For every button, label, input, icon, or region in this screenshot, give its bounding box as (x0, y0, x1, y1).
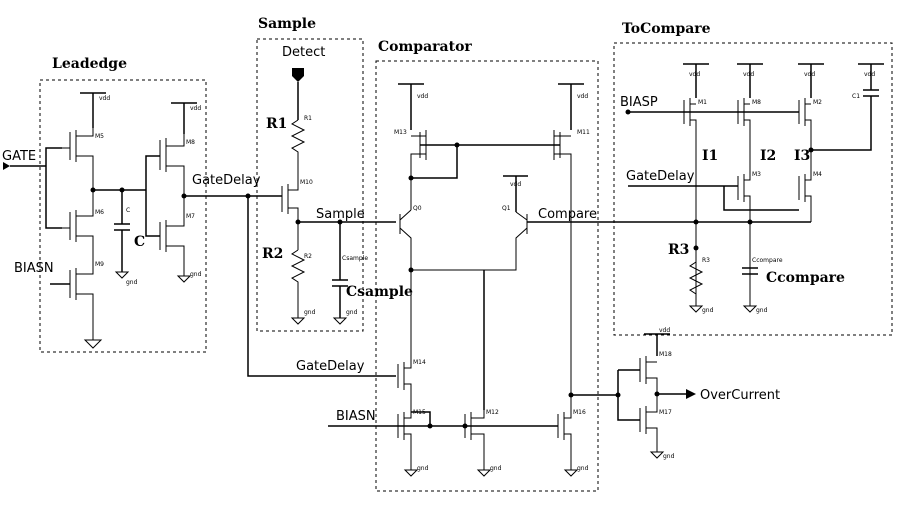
gnd-label-r2: gnd (304, 309, 316, 316)
tiny-labels: vdd vdd M5 M6 M9 M8 M7 C gnd gnd R1 M10 … (95, 71, 875, 472)
r2-label-small: R2 (304, 253, 312, 260)
biasn-label-lower: BIASN (336, 409, 376, 424)
sample-title: Sample (258, 16, 316, 32)
sample-circuit: Detect R1 Sample R2 Csample (245, 45, 413, 325)
m16-label: M16 (573, 409, 586, 416)
comparator-title: Comparator (378, 39, 472, 55)
ccompare-label-big: Ccompare (766, 270, 845, 286)
sample-block (256, 38, 364, 332)
m5-label: M5 (95, 133, 104, 140)
vdd-label-m2: vdd (804, 71, 815, 78)
comparator-block (375, 60, 599, 492)
gnd-label-csample: gnd (346, 309, 358, 316)
gnd-label-c: gnd (126, 279, 138, 286)
vdd-label-c1: vdd (864, 71, 875, 78)
vdd-label-m8: vdd (743, 71, 754, 78)
m3-label: M3 (752, 171, 761, 178)
vdd-label-m11: vdd (577, 93, 588, 100)
r1-label-big: R1 (266, 116, 287, 132)
m11-label: M11 (577, 129, 590, 136)
biasn-label-left: BIASN (14, 261, 54, 276)
tocompare-title: ToCompare (622, 21, 711, 37)
gnd-label-ccompare: gnd (756, 307, 768, 314)
m14-label: M14 (413, 359, 426, 366)
ccompare-label-small: Ccompare (752, 257, 783, 264)
gnd-label-m12: gnd (490, 465, 502, 472)
r3-label-small: R3 (702, 257, 710, 264)
m2-label: M2 (813, 99, 822, 106)
leadedge-block (39, 79, 207, 353)
r3-label-big: R3 (668, 242, 689, 258)
m7-label: M7 (186, 213, 195, 220)
gatedelay-route (247, 196, 396, 377)
m8-label-tocompare: M8 (752, 99, 761, 106)
csample-label-big: Csample (346, 284, 413, 300)
tocompare-circuit: BIASP GateDelay I1 I2 I3 R3 (620, 63, 884, 313)
m6-label: M6 (95, 209, 104, 216)
c-label-small: C (126, 207, 130, 214)
leadedge-title: Leadedge (52, 56, 127, 72)
m18-label: M18 (659, 351, 672, 358)
overcurrent-label: OverCurrent (700, 388, 780, 403)
q1-label: Q1 (502, 205, 511, 212)
vdd-label-leadedge-right: vdd (190, 105, 201, 112)
gnd-label-m7: gnd (190, 271, 202, 278)
m9-label: M9 (95, 261, 104, 268)
m12-label: M12 (486, 409, 499, 416)
m8-label-leadedge: M8 (186, 139, 195, 146)
output-stage (615, 333, 696, 459)
biasp-label: BIASP (620, 95, 658, 110)
m4-label: M4 (813, 171, 822, 178)
r1-label-small: R1 (304, 115, 312, 122)
compare-signal-label: Compare (538, 207, 597, 222)
r2-label-big: R2 (262, 246, 283, 262)
m17-label: M17 (659, 409, 672, 416)
c-label-big: C (134, 234, 145, 250)
gatedelay-label-lower: GateDelay (296, 359, 365, 374)
gatedelay-label-right: GateDelay (626, 169, 695, 184)
m15-label: M15 (413, 409, 426, 416)
c1-label: C1 (852, 93, 860, 100)
detect-label: Detect (282, 45, 325, 60)
gatedelay-label-left: GateDelay (192, 173, 261, 188)
vdd-label-leadedge-left: vdd (99, 95, 110, 102)
vdd-label-m1: vdd (689, 71, 700, 78)
m1-label: M1 (698, 99, 707, 106)
m13-label: M13 (394, 129, 407, 136)
m10-label: M10 (300, 179, 313, 186)
q0-label: Q0 (413, 205, 422, 212)
csample-label-small: Csample (342, 255, 368, 262)
comparator-circuit: Compare BIASN (328, 83, 696, 477)
tocompare-block (613, 42, 893, 336)
sample-signal-label: Sample (316, 207, 365, 222)
i3-label: I3 (794, 148, 810, 164)
i1-label: I1 (702, 148, 718, 164)
leadedge-circuit: GATE BIASN C GateDelay (2, 92, 261, 349)
vdd-label-q1: vdd (510, 181, 521, 188)
gnd-label-m16: gnd (577, 465, 589, 472)
gnd-label-m15: gnd (417, 465, 429, 472)
vdd-label-m18: vdd (659, 327, 670, 334)
gnd-label-r3: gnd (702, 307, 714, 314)
i2-label: I2 (760, 148, 776, 164)
gate-label: GATE (2, 149, 36, 164)
vdd-label-m13: vdd (417, 93, 428, 100)
gnd-label-m17: gnd (663, 453, 675, 460)
